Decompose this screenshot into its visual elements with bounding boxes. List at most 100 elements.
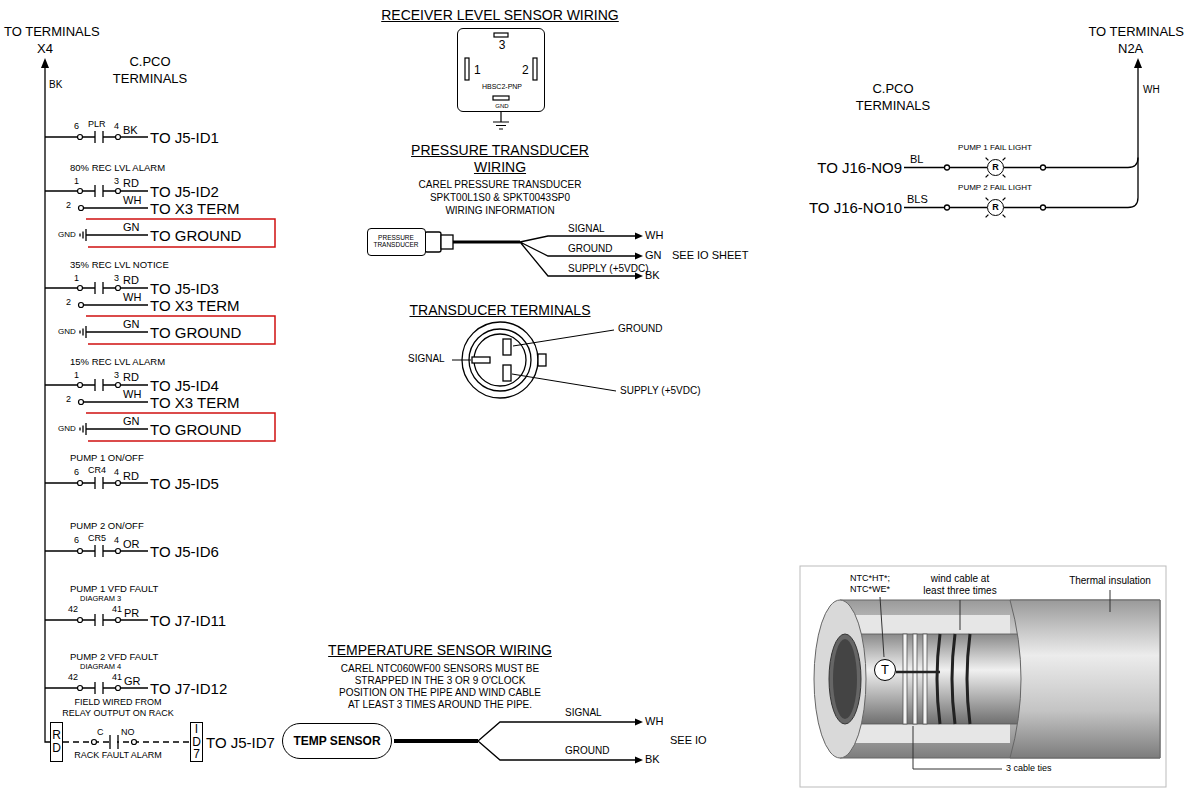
wiring-label: GROUND	[565, 746, 609, 756]
wiring-label: GN	[123, 222, 140, 233]
node-text: T	[881, 663, 889, 677]
wiring-label: TO J5-ID1	[150, 130, 219, 145]
wiring-label: RD	[123, 275, 139, 286]
field-contact	[92, 735, 137, 749]
wiring-label: TO J5-ID2	[150, 184, 219, 199]
wiring-label: 15% REC LVL ALARM	[70, 357, 165, 367]
wiring-label: 4	[114, 536, 119, 545]
wiring-label: DIAGRAM 3	[80, 595, 121, 603]
wiring-label: NTC*WE*	[850, 585, 890, 594]
wiring-label: RD	[123, 178, 139, 189]
wiring-label: RACK FAULT ALARM	[74, 751, 162, 760]
arrowhead	[635, 719, 643, 764]
wiring-label: 1	[74, 274, 79, 283]
wiring-label: TO TERMINALS	[4, 25, 100, 38]
wiring-label: BK	[645, 270, 660, 281]
level-switch-wiring	[45, 185, 275, 247]
wiring-label: WH	[645, 230, 663, 241]
wiring-label: C.PCO	[129, 55, 170, 68]
wiring-label: RELAY OUTPUT ON RACK	[62, 709, 174, 718]
wiring-label: TO J5-ID5	[150, 476, 219, 491]
wiring-label: BLS	[907, 194, 928, 205]
node-text: TEMP SENSOR	[293, 735, 380, 748]
fail-light-lamp: R	[987, 159, 1004, 176]
wiring-label: GND	[58, 328, 76, 336]
wiring-label: least three times	[923, 586, 996, 596]
wiring-label: WH	[1143, 85, 1160, 95]
fail-light-wiring	[904, 66, 1138, 217]
wiring-label: PUMP 2 FAIL LIGHT	[958, 184, 1032, 192]
wiring-label: SEE IO	[670, 735, 707, 746]
wiring-label: 3 cable ties	[1006, 764, 1052, 773]
wiring-label: GN	[645, 250, 662, 261]
node-text: R D	[51, 729, 62, 754]
arrowhead	[1134, 58, 1142, 68]
fail-light-lamp: R	[987, 199, 1004, 216]
wiring-label: 1	[74, 177, 79, 186]
wiring-label: NTC*HT*;	[850, 574, 890, 583]
bus-wire	[45, 66, 50, 742]
wiring-label: PUMP 1 ON/OFF	[70, 453, 144, 463]
terminal-block: I D 7	[190, 722, 203, 762]
wiring-label: GROUND	[568, 244, 612, 254]
wiring-label: GND	[58, 425, 76, 433]
wiring-label: 3	[114, 371, 119, 380]
wiring-label: N2A	[1118, 42, 1143, 55]
pressure-transducer-body: PRESSURE TRANSDUCER	[367, 228, 426, 256]
wiring-label: TO J7-ID12	[150, 681, 227, 696]
wiring-label: 4	[114, 468, 119, 477]
wiring-label: WIRING INFORMATION	[445, 206, 554, 216]
wiring-label: wind cable at	[931, 574, 989, 584]
wiring-label: 6	[74, 536, 79, 545]
pipe-illustration	[800, 566, 1166, 787]
node-text: R	[992, 203, 999, 212]
dashed-field-wire	[63, 741, 190, 742]
wiring-label: PLR	[88, 120, 106, 129]
wiring-label: 35% REC LVL NOTICE	[70, 260, 169, 270]
level-switch-wiring	[45, 282, 275, 344]
wiring-label: WH	[645, 716, 663, 727]
wiring-label: TO J5-ID3	[150, 281, 219, 296]
wiring-label: 2	[66, 395, 71, 404]
node-text: PRESSURE TRANSDUCER	[371, 235, 422, 249]
temp-sensor-body: TEMP SENSOR	[282, 723, 392, 759]
wiring-label: PUMP 2 VFD FAULT	[70, 652, 158, 662]
wiring-label: TO J5-ID4	[150, 378, 219, 393]
wiring-label: TO TERMINALS	[1088, 25, 1184, 38]
wiring-label: SIGNAL	[408, 354, 445, 364]
wiring-label: TERMINALS	[856, 99, 930, 112]
wiring-label: WH	[123, 195, 141, 206]
node-text: 2	[522, 64, 529, 76]
wiring-label: WH	[123, 292, 141, 303]
wiring-label: TO J5-ID7	[206, 735, 275, 750]
wiring-label: TO GROUND	[150, 422, 241, 437]
wiring-label: GR	[124, 676, 141, 687]
wiring-label: BK	[49, 80, 62, 90]
wiring-label: BK	[123, 125, 138, 136]
node-text: 1	[474, 64, 481, 76]
wiring-label: 3	[114, 274, 119, 283]
wiring-label: Thermal insulation	[1069, 576, 1151, 586]
level-sensor-box: 312HBSC2-PNPGND	[457, 28, 545, 112]
wiring-label: TO X3 TERM	[150, 395, 239, 410]
wiring-label: DIAGRAM 4	[80, 663, 121, 671]
wiring-label: GN	[123, 416, 140, 427]
wiring-label: RD	[123, 471, 139, 482]
wiring-label: GN	[123, 319, 140, 330]
wiring-label: TO J16-NO9	[817, 160, 902, 175]
wiring-label: SEE IO SHEET	[672, 250, 748, 261]
wiring-label: TRANSDUCER TERMINALS	[410, 303, 591, 317]
wiring-label: CR5	[88, 534, 106, 543]
wiring-label: CR4	[88, 466, 106, 475]
wiring-label: 2	[66, 201, 71, 210]
wiring-label: BK	[645, 754, 660, 765]
wiring-label: 41	[112, 605, 122, 614]
node-text: 3	[499, 39, 506, 51]
wiring-label: GROUND	[618, 324, 662, 334]
wiring-label: PRESSURE TRANSDUCER	[411, 143, 589, 157]
wiring-label: RECEIVER LEVEL SENSOR WIRING	[381, 8, 619, 22]
wiring-label: C	[97, 728, 104, 737]
wiring-label: C.PCO	[872, 82, 913, 95]
wiring-label: 3	[114, 177, 119, 186]
